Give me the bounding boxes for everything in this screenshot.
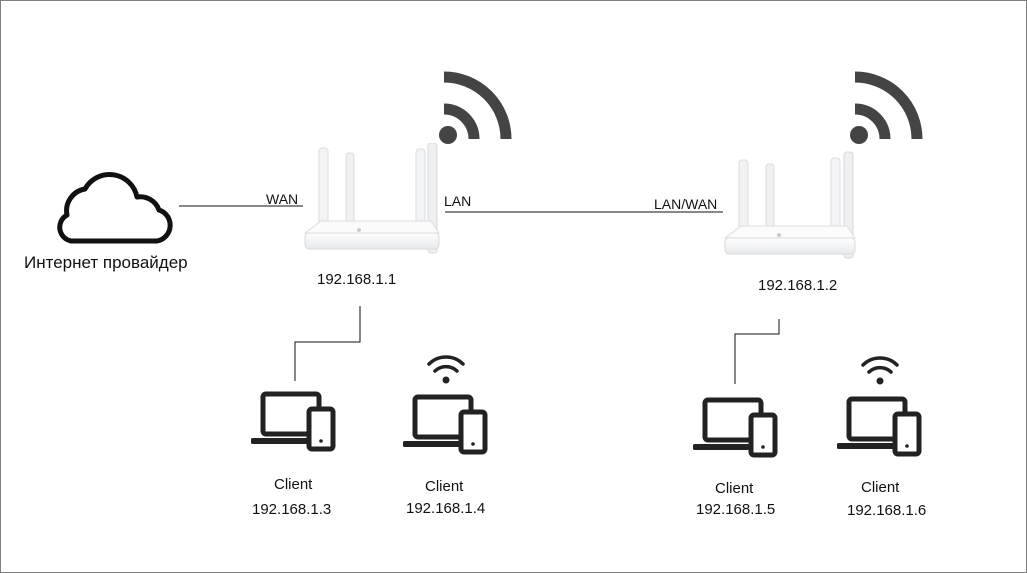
wifi-icon [861,356,899,385]
wifi-signal-icon [439,71,512,144]
client-2-ip: 192.168.1.4 [406,500,486,517]
laptop-phone-icon [251,391,336,452]
cloud-icon [57,171,173,244]
router-2-icon [723,151,856,259]
lan-port-label: LAN [444,193,472,209]
laptop-phone-icon [693,397,778,458]
isp-label: Интернет провайдер [24,253,188,272]
lanwan-port-label: LAN/WAN [654,196,718,212]
client-3-cable [734,319,780,384]
wan-port-label: WAN [266,191,299,207]
client-4-label: Client [861,479,900,496]
client-3-label: Client [715,480,754,497]
client-1-cable [294,306,361,381]
client-1-label: Client [274,476,313,493]
router-2-ip: 192.168.1.2 [758,277,838,294]
client-1-ip: 192.168.1.3 [252,501,332,518]
router-1-icon [303,143,440,254]
router-1-ip: 192.168.1.1 [317,271,397,288]
wifi-icon [427,355,465,384]
laptop-phone-icon [403,394,488,455]
wifi-signal-icon [850,71,923,144]
laptop-phone-icon [837,396,922,457]
client-3-ip: 192.168.1.5 [696,501,776,518]
client-2-label: Client [425,478,464,495]
client-4-ip: 192.168.1.6 [847,502,927,519]
